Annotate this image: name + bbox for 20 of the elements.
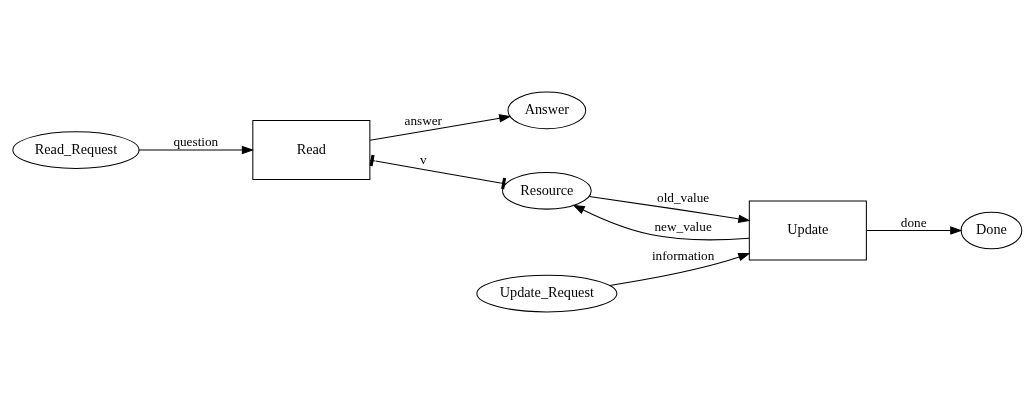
arrow — [588, 195, 751, 223]
connector — [369, 154, 507, 189]
node-ellipse: Answer — [507, 91, 587, 129]
arrow — [866, 225, 963, 235]
node-ellipse: Done — [960, 211, 1023, 249]
node-ellipse: Read_Request — [12, 130, 140, 169]
edge-label: done — [900, 214, 927, 230]
edge-label: old_value — [657, 189, 710, 205]
edge-label: v — [420, 151, 427, 167]
node-box: Update — [748, 199, 867, 261]
arrow — [369, 113, 512, 141]
arrow — [138, 145, 255, 154]
arrow — [609, 252, 751, 286]
edge-label: information — [651, 247, 715, 263]
edge-label: new_value — [654, 218, 712, 234]
edge-label: answer — [404, 112, 443, 128]
node-box: Read — [252, 119, 371, 180]
node-ellipse: Update_Request — [476, 274, 618, 312]
edge-label: question — [173, 133, 219, 149]
arrow — [572, 204, 750, 240]
